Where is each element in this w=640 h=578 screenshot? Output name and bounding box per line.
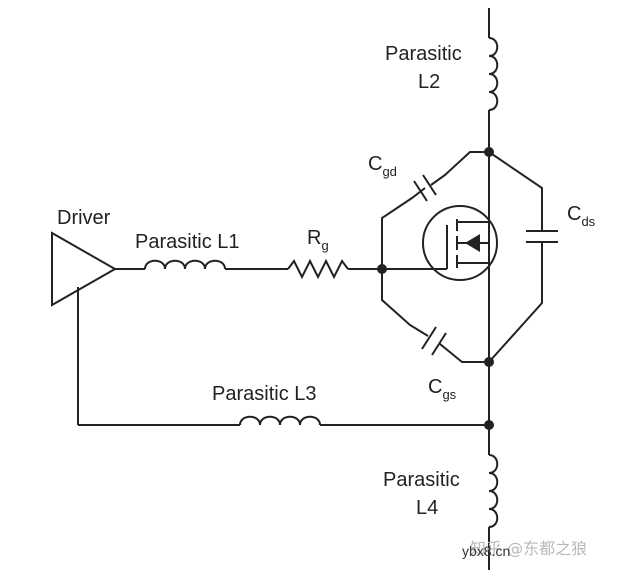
wire-gate-cgd — [381, 187, 426, 269]
inductor-l3 — [239, 415, 321, 426]
mosfet-body — [422, 205, 498, 281]
inductor-l2 — [488, 37, 499, 111]
inductor-l2-label-2: L2 — [418, 71, 440, 93]
inductor-l4 — [488, 454, 499, 528]
wire-cgs-source — [439, 343, 489, 363]
inductor-l4-label-2: L4 — [416, 497, 438, 519]
wire-drain-cds — [488, 151, 543, 231]
rg-sub: g — [321, 238, 328, 253]
inductor-l1-label: Parasitic L1 — [135, 231, 240, 253]
wire-gate-cgs — [381, 269, 429, 337]
cds-sub: ds — [581, 214, 595, 229]
cgd-sub: gd — [382, 164, 396, 179]
inductor-l1 — [144, 259, 226, 270]
watermark-text: 知乎 @东都之狼 — [470, 539, 587, 558]
rg-main: R — [307, 227, 321, 249]
cgs-plate-b — [431, 332, 447, 356]
cgs-main: C — [428, 376, 442, 398]
cgs-label: Cgs — [428, 376, 457, 402]
inductor-l3-label: Parasitic L3 — [212, 383, 317, 405]
resistor-rg-label: Rg — [307, 227, 329, 253]
driver-buffer — [51, 231, 118, 307]
driver-label: Driver — [57, 207, 111, 229]
mosfet-body-arrow — [465, 234, 480, 252]
cgd-label: Cgd — [368, 153, 397, 179]
wire-cgd-drain — [430, 151, 489, 186]
resistor-rg — [287, 258, 349, 280]
wire-cds-source — [488, 242, 543, 363]
cgs-sub: gs — [442, 387, 456, 402]
cgs-plate-a — [421, 326, 437, 350]
cgd-plate-b — [422, 174, 437, 196]
cds-label: Cds — [567, 203, 596, 229]
inductor-l2-label-1: Parasitic — [385, 43, 462, 65]
cds-main: C — [567, 203, 581, 225]
cgd-plate-a — [413, 180, 428, 202]
inductor-l4-label-1: Parasitic — [383, 469, 460, 491]
watermark-url: ybx8.cn — [462, 543, 510, 559]
mosfet-symbol — [422, 205, 498, 281]
cgd-main: C — [368, 153, 382, 175]
